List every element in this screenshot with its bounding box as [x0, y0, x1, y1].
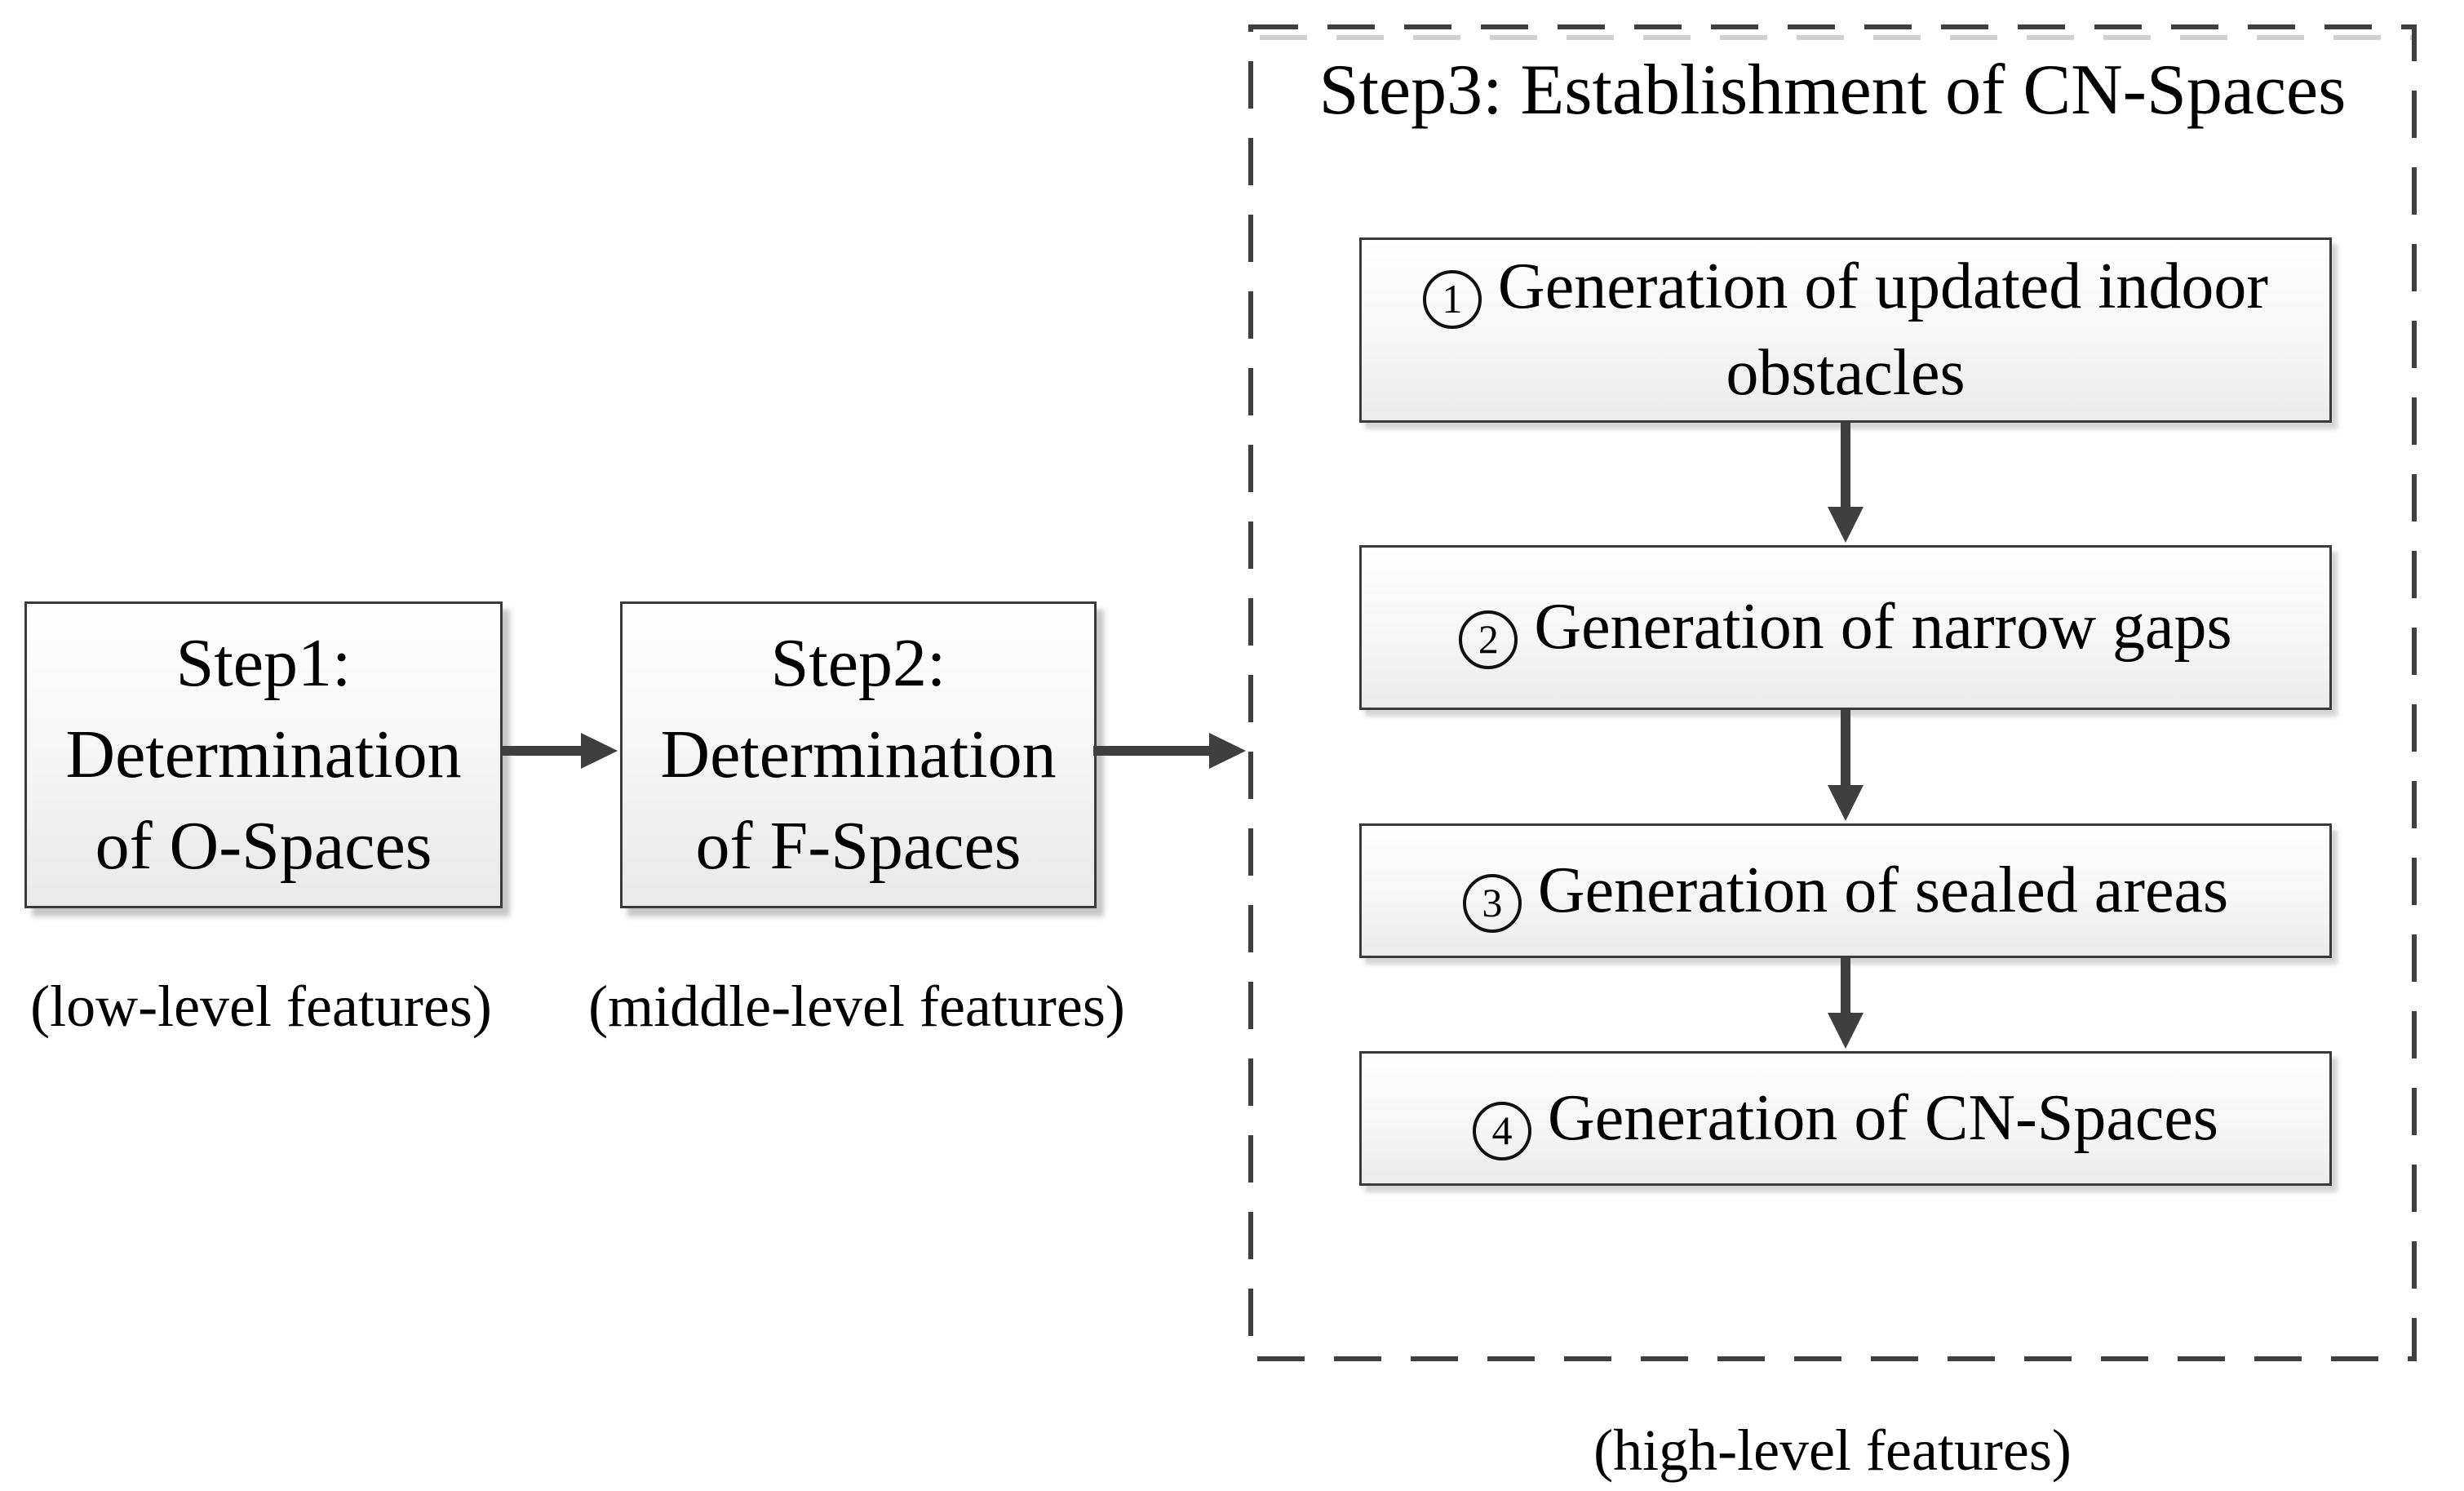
- step1-caption: (low-level features): [30, 974, 492, 1039]
- step3-title: Step3: Establishment of CN-Spaces: [1318, 51, 2347, 130]
- step3-item-4-box: 4 Generation of CN-Spaces: [1359, 1051, 2332, 1186]
- circled-number-1-icon: 1: [1422, 269, 1482, 329]
- step1-line1: Step1:: [175, 625, 352, 702]
- step3-item-1-label: Generation of updated indoor obstacles: [1497, 250, 2269, 409]
- circled-number-2-icon: 2: [1459, 610, 1518, 670]
- circled-number-3-icon: 3: [1462, 873, 1522, 933]
- step2-line2: Determination: [660, 717, 1057, 793]
- step3-caption: (high-level features): [1593, 1418, 2072, 1483]
- dashed-border: [1248, 24, 2417, 1361]
- step3-item-4-text: 4 Generation of CN-Spaces: [1473, 1076, 2218, 1162]
- step3-item-3-label: Generation of sealed areas: [1537, 854, 2229, 926]
- arrow-right-icon: [1093, 733, 1246, 769]
- step1-line3: of O-Spaces: [95, 807, 432, 884]
- step2-line3: of F-Spaces: [695, 807, 1021, 884]
- arrow-down-icon: [1828, 423, 1864, 543]
- arrow-down-icon: [1828, 710, 1864, 821]
- step3-item-2-box: 2 Generation of narrow gaps: [1359, 545, 2332, 710]
- step2-caption: (middle-level features): [588, 974, 1125, 1039]
- step3-item-4-label: Generation of CN-Spaces: [1548, 1081, 2218, 1154]
- step1-line2: Determination: [65, 717, 462, 793]
- step3-item-2-label: Generation of narrow gaps: [1534, 591, 2232, 663]
- step2-box: Step2: Determination of F-Spaces: [620, 601, 1097, 908]
- step3-item-2-text: 2 Generation of narrow gaps: [1459, 584, 2232, 671]
- step2-line1: Step2:: [770, 625, 946, 702]
- circled-number-4-icon: 4: [1473, 1101, 1532, 1160]
- step1-box: Step1: Determination of O-Spaces: [24, 601, 503, 908]
- arrow-right-icon: [503, 733, 618, 769]
- arrow-down-icon: [1828, 958, 1864, 1049]
